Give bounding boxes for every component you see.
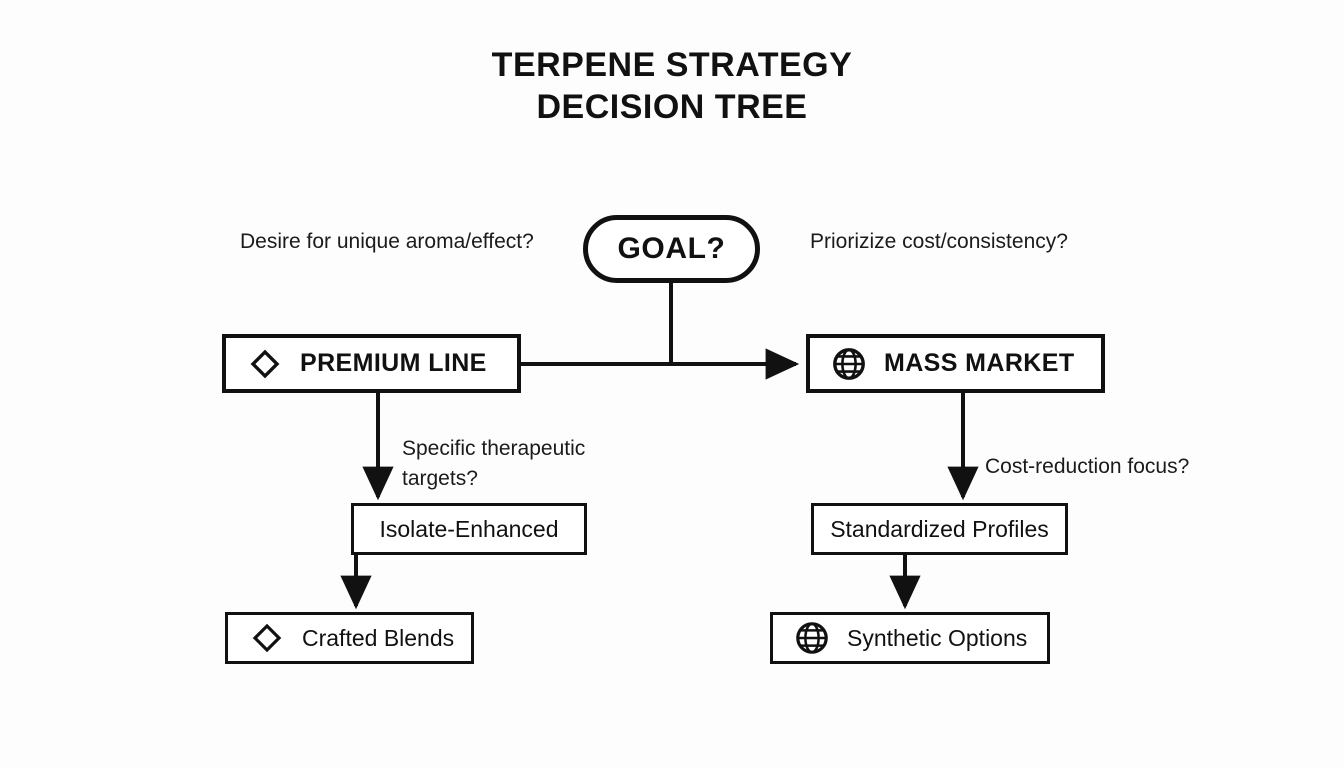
node-isolate-enhanced-label: Isolate-Enhanced: [379, 515, 559, 542]
node-crafted-blends-label: Crafted Blends: [302, 624, 455, 651]
edge-label-left-mid: Specific therapeutic targets?: [402, 437, 586, 490]
node-goal-label: GOAL?: [617, 232, 726, 265]
node-standardized-profiles[interactable]: Standardized Profiles: [811, 503, 1068, 555]
globe-icon: [832, 347, 866, 381]
diamond-icon: [250, 621, 284, 655]
edge-label-right-mid: Cost-reduction focus?: [985, 455, 1190, 478]
diamond-icon: [248, 347, 282, 381]
page-title: TERPENE STRATEGY DECISION TREE: [0, 44, 1344, 128]
title-line-2: DECISION TREE: [536, 88, 808, 126]
node-premium-line-label: PREMIUM LINE: [300, 349, 487, 377]
node-isolate-enhanced[interactable]: Isolate-Enhanced: [351, 503, 587, 555]
node-crafted-blends[interactable]: Crafted Blends: [225, 612, 474, 664]
node-synthetic-options-label: Synthetic Options: [847, 624, 1028, 651]
node-mass-market[interactable]: MASS MARKET: [806, 334, 1105, 393]
edge-label-right-branch: Priorizize cost/consistency?: [810, 230, 1068, 253]
edge-label-left-branch: Desire for unique aroma/effect?: [240, 230, 534, 253]
node-synthetic-options[interactable]: Synthetic Options: [770, 612, 1050, 664]
node-mass-market-label: MASS MARKET: [884, 349, 1075, 377]
node-premium-line[interactable]: PREMIUM LINE: [222, 334, 521, 393]
node-standardized-profiles-label: Standardized Profiles: [830, 515, 1049, 542]
node-goal[interactable]: GOAL?: [583, 215, 760, 283]
title-line-1: TERPENE STRATEGY: [491, 46, 853, 84]
globe-icon: [795, 621, 829, 655]
